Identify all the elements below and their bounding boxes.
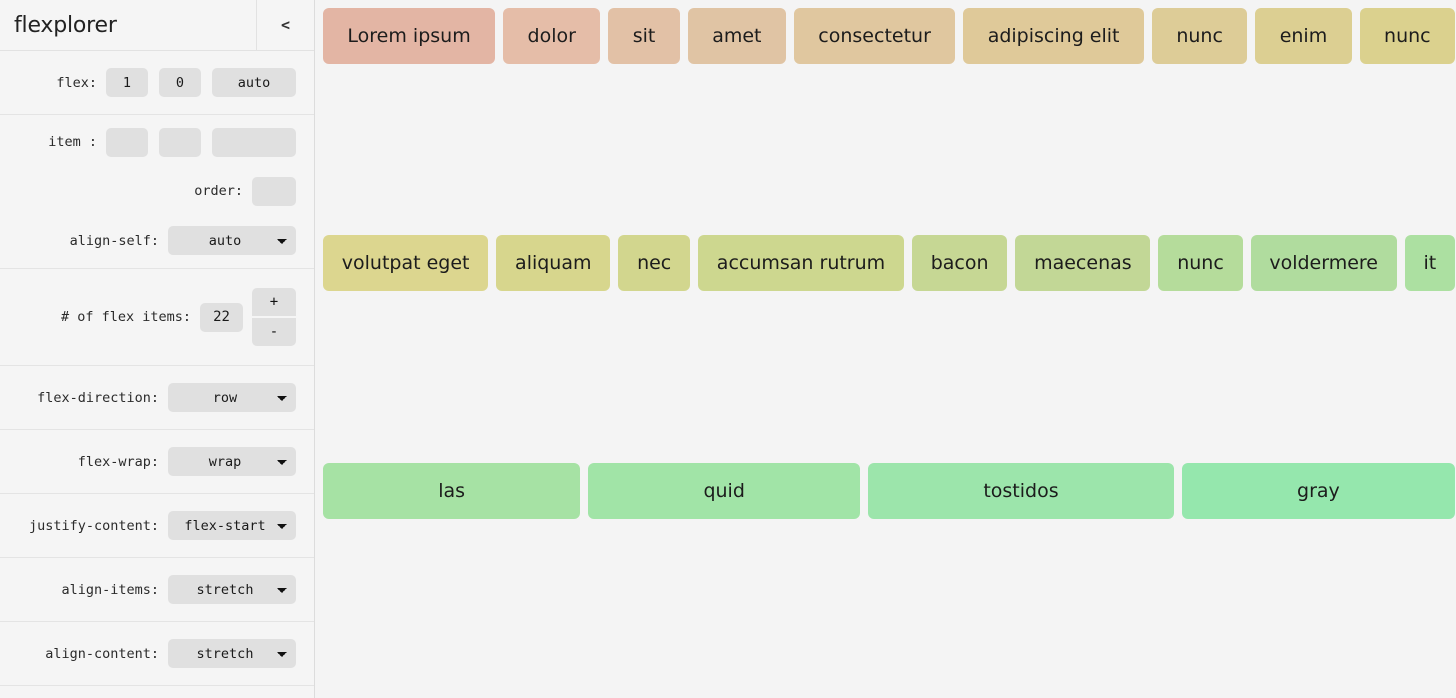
flex-item-label: consectetur	[818, 25, 931, 47]
align-items-label: align-items:	[61, 581, 159, 598]
flex-item-label: bacon	[930, 252, 989, 275]
flex-item[interactable]: bacon	[911, 235, 1008, 292]
flex-item-label: maecenas	[1034, 252, 1132, 275]
flex-direction-label: flex-direction:	[37, 389, 159, 406]
justify-content-select[interactable]: flex-startflex-endcenterspace-betweenspa…	[168, 511, 296, 540]
flex-item[interactable]: volutpat eget	[323, 235, 489, 292]
flex-item[interactable]: consectetur	[793, 8, 956, 64]
sidebar: flexplorer < flex: item : order: align-s…	[0, 0, 315, 698]
flex-item-label: voldermere	[1269, 252, 1378, 275]
flex-item[interactable]: nunc	[1158, 235, 1243, 292]
flex-item-label: nec	[637, 252, 672, 275]
flex-shorthand-row: flex:	[0, 51, 314, 115]
increment-button[interactable]: +	[252, 288, 296, 316]
flex-item[interactable]: nunc	[1359, 8, 1456, 64]
flex-item[interactable]: accumsan rutrum	[698, 235, 904, 292]
flex-item-label: quid	[703, 479, 745, 502]
flex-basis-input[interactable]	[212, 68, 296, 97]
flex-item-label: tostidos	[983, 479, 1059, 502]
flex-wrap-select[interactable]: nowrapwrapwrap-reverse	[168, 447, 296, 476]
flex-item-count-input[interactable]	[200, 302, 243, 332]
align-items-row: align-items: stretchflex-startflex-endce…	[0, 558, 314, 622]
flex-item-label: amet	[712, 25, 762, 47]
flex-item[interactable]: aliquam	[496, 235, 611, 292]
flex-direction-row: flex-direction: rowrow-reversecolumncolu…	[0, 366, 314, 430]
flex-item[interactable]: it	[1404, 235, 1456, 292]
flex-item[interactable]: voldermere	[1250, 235, 1397, 292]
flex-item-label: it	[1423, 252, 1437, 275]
flex-item[interactable]: quid	[588, 462, 861, 519]
align-content-row: align-content: stretchflex-startflex-end…	[0, 622, 314, 686]
align-self-row: align-self: autoflex-startflex-endcenter…	[0, 213, 314, 269]
flex-item-label: nunc	[1176, 25, 1223, 47]
flex-wrap-label: flex-wrap:	[77, 453, 159, 470]
flex-item-label: enim	[1279, 25, 1328, 47]
app-title: flexplorer	[14, 12, 117, 38]
flex-item-label: Lorem ipsum	[347, 25, 471, 47]
item-label: item :	[48, 134, 97, 150]
flex-item[interactable]: nunc	[1151, 8, 1248, 64]
flex-item-label: gray	[1297, 479, 1340, 502]
justify-content-label: justify-content:	[28, 517, 159, 534]
item-flex-row: item :	[0, 115, 314, 169]
flex-direction-select[interactable]: rowrow-reversecolumncolumn-reverse	[168, 383, 296, 412]
flex-item[interactable]: Lorem ipsum	[323, 8, 496, 64]
flex-item-label: sit	[632, 25, 656, 47]
flex-item[interactable]: gray	[1181, 462, 1456, 519]
justify-content-row: justify-content: flex-startflex-endcente…	[0, 494, 314, 558]
chevron-left-icon[interactable]: <	[256, 0, 314, 51]
flex-item[interactable]: adipiscing elit	[963, 8, 1144, 64]
flex-canvas: Lorem ipsum dolor sit amet consectetur adipis…	[315, 0, 1456, 698]
flex-item[interactable]: sit	[608, 8, 680, 64]
item-basis-input[interactable]	[212, 127, 296, 157]
flex-shrink-input[interactable]	[159, 68, 201, 97]
align-self-select[interactable]: autoflex-startflex-endcenterbaselinestre…	[168, 226, 296, 255]
flex-item-label: accumsan rutrum	[716, 252, 886, 275]
align-self-label: align-self:	[69, 232, 159, 249]
flex-item-label: las	[438, 479, 466, 502]
order-input[interactable]	[252, 176, 296, 206]
flex-item-count-label: # of flex items:	[60, 309, 191, 325]
item-shrink-input[interactable]	[159, 127, 201, 157]
flex-item-label: volutpat eget	[341, 252, 470, 275]
flex-item-label: aliquam	[515, 252, 592, 275]
flex-wrap-row: flex-wrap: nowrapwrapwrap-reverse	[0, 430, 314, 494]
item-grow-input[interactable]	[106, 127, 148, 157]
flex-item-label: nunc	[1177, 252, 1224, 275]
flex-grow-input[interactable]	[106, 68, 148, 97]
flex-item-count-stepper: + -	[252, 288, 296, 346]
decrement-button[interactable]: -	[252, 318, 296, 346]
align-content-label: align-content:	[45, 645, 159, 662]
align-content-select[interactable]: stretchflex-startflex-endcenterspace-bet…	[168, 639, 296, 668]
flex-item-count-row: # of flex items: + -	[0, 269, 314, 366]
flex-item[interactable]: tostidos	[868, 462, 1174, 519]
sidebar-header: flexplorer <	[0, 0, 314, 51]
flex-item[interactable]: enim	[1255, 8, 1352, 64]
flex-item[interactable]: dolor	[503, 8, 601, 64]
flex-container: Lorem ipsum dolor sit amet consectetur adipis…	[323, 8, 1456, 690]
flex-label: flex:	[56, 74, 97, 91]
order-row: order:	[0, 169, 314, 213]
flex-item-label: adipiscing elit	[987, 25, 1120, 47]
order-label: order:	[194, 183, 243, 199]
flex-item-label: dolor	[527, 25, 576, 47]
flex-item[interactable]: maecenas	[1015, 235, 1151, 292]
align-items-select[interactable]: stretchflex-startflex-endcenterbaseline	[168, 575, 296, 604]
flex-item-label: nunc	[1384, 25, 1431, 47]
flex-item[interactable]: nec	[618, 235, 691, 292]
flex-item[interactable]: las	[323, 462, 581, 519]
flex-item[interactable]: amet	[687, 8, 786, 64]
